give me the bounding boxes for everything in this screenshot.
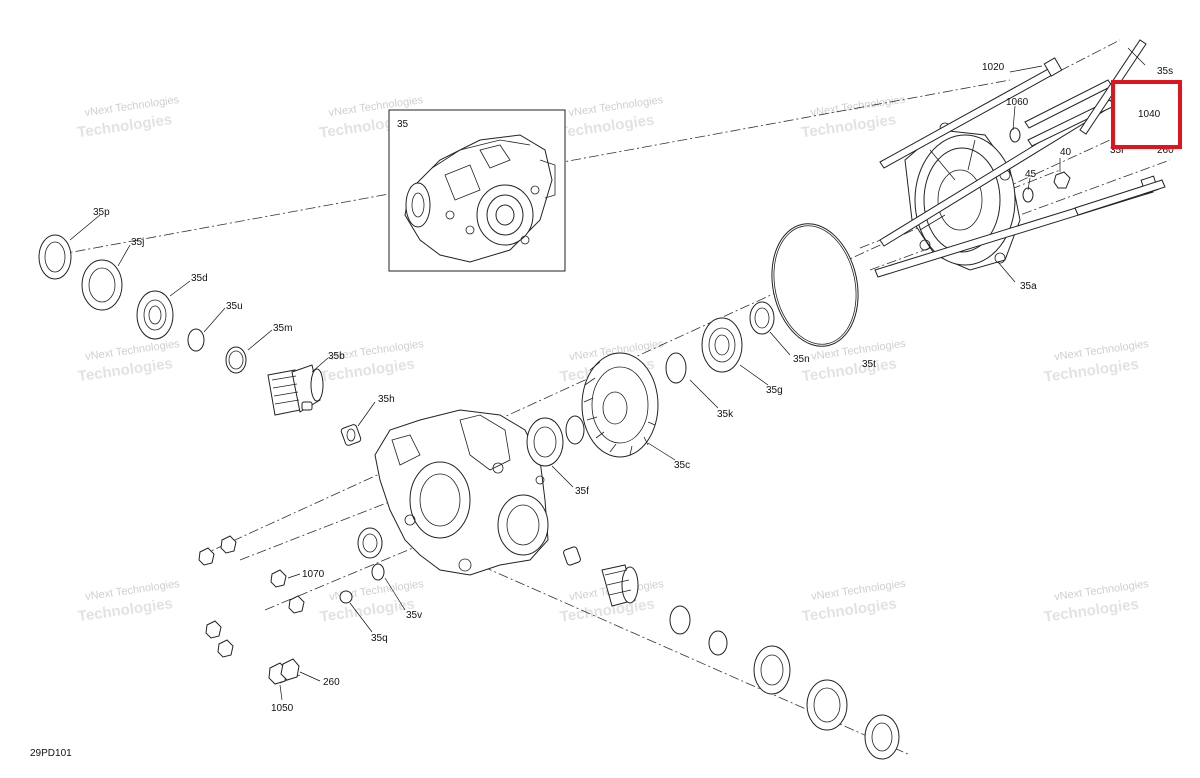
lower-components [339, 546, 900, 760]
long-bolts [874, 39, 1166, 278]
callout-35v: 35v [406, 610, 422, 621]
left-nuts [198, 535, 305, 685]
callout-35p: 35p [93, 207, 110, 218]
fasteners-right [1009, 127, 1071, 203]
diagram-code: 29PD101 [30, 748, 72, 759]
callout-35j: 35j [131, 237, 144, 248]
callout-1020: 1020 [982, 62, 1005, 73]
callout-40: 40 [1060, 147, 1072, 158]
assembly-inset [388, 109, 566, 272]
callout-35s: 35s [1157, 66, 1173, 77]
callout-35d: 35d [191, 273, 208, 284]
callout-35n: 35n [793, 354, 810, 365]
assembled-differential [404, 134, 556, 263]
callout-35: 35 [397, 119, 409, 130]
callout-35t: 35t [862, 359, 876, 370]
callout-1070: 1070 [302, 569, 325, 580]
upper-left-components [38, 234, 247, 374]
callout-35q: 35q [371, 633, 388, 644]
callout-1060: 1060 [1006, 97, 1029, 108]
callout-35f: 35f [575, 486, 589, 497]
callout-labels: 35s 1020 1060 35r 260 40 45 35a 35 35p 3… [93, 62, 1174, 714]
callout-35h: 35h [378, 394, 395, 405]
callout-35c: 35c [674, 460, 690, 471]
needle-bearing-35h [340, 424, 362, 446]
pinion-gear-35b [267, 364, 324, 416]
callout-45: 45 [1025, 169, 1037, 180]
differential-housing [374, 409, 549, 576]
callout-260-top: 260 [1157, 145, 1174, 156]
callout-35u: 35u [226, 301, 243, 312]
callout-1040: 1040 [1138, 109, 1161, 120]
callout-35r: 35r [1110, 145, 1125, 156]
callout-35k: 35k [717, 409, 734, 420]
callout-35a: 35a [1020, 281, 1037, 292]
callout-35g: 35g [766, 385, 783, 396]
callout-35b: 35b [328, 351, 345, 362]
highlight-box[interactable] [1111, 80, 1182, 149]
leader-lines [69, 47, 1146, 701]
callout-260: 260 [323, 677, 340, 688]
highlighted-callout-1040[interactable]: 1040 [1111, 80, 1182, 149]
callout-35m: 35m [273, 323, 292, 334]
center-components [357, 301, 775, 559]
o-ring-35t [771, 223, 859, 347]
differential-cover-35a [904, 122, 1021, 271]
callout-1050: 1050 [271, 703, 294, 714]
